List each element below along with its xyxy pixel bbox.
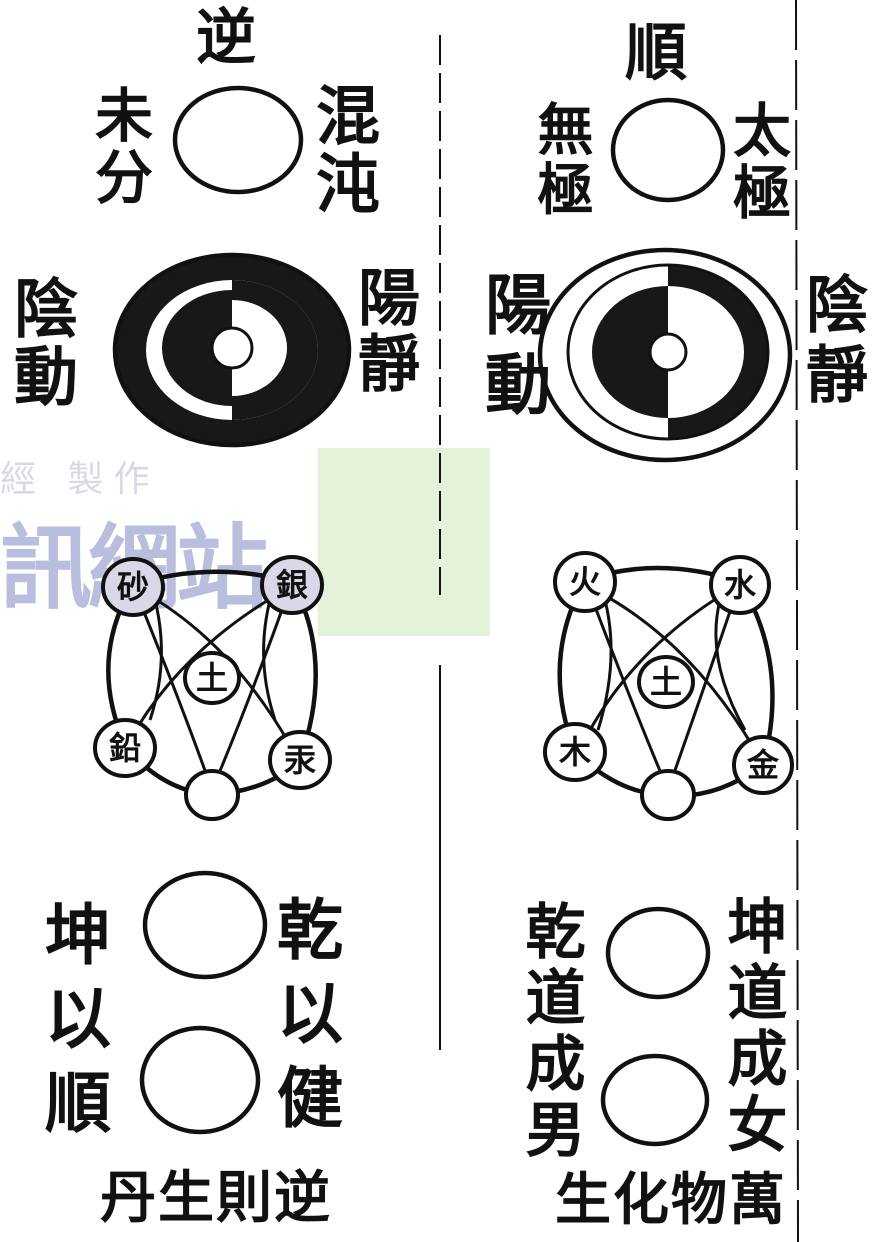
right-title: 順: [625, 16, 688, 89]
right-circle1-right-label: 太極: [723, 100, 791, 224]
left-node-bottom-left: 鉛: [108, 729, 141, 767]
left-circle1-left-label: 混沌: [305, 82, 380, 218]
watermark-seal: [318, 448, 490, 636]
right-yinyang-disc: [537, 247, 793, 463]
left-title: 逆: [196, 3, 256, 73]
right-node-bottom-left: 木: [558, 733, 591, 771]
right-wuji-circle: [610, 97, 726, 203]
left-bottom-circle-lower: [139, 1025, 261, 1135]
left-node-network: [93, 555, 332, 821]
right-bottom-right-label: 坤道成女: [717, 895, 787, 1159]
left-wuji-circle: [172, 85, 304, 195]
right-node-bottom-right: 金: [746, 746, 779, 784]
left-disc-left-label: 陰動: [3, 275, 78, 411]
right-node-top-left: 火: [568, 563, 601, 601]
right-node-network: [543, 551, 794, 821]
right-divider-line: [795, 0, 799, 1242]
right-circle1-left-label: 無極: [528, 100, 594, 220]
left-node-top-right: 銀: [275, 566, 308, 604]
left-bottom-right-label: 乾以健: [266, 895, 344, 1147]
right-bottom-circle-lower: [600, 1053, 710, 1147]
right-bottom-left-label: 乾道成男: [515, 900, 585, 1164]
left-circle1-right-label: 未分: [85, 85, 153, 209]
right-node-center: 土: [649, 663, 682, 701]
left-disc-right-label: 陽靜: [347, 265, 420, 397]
left-yinyang-disc: [112, 252, 352, 448]
right-bottom-circle-upper: [605, 906, 711, 1000]
right-disc-left-label: 陽動: [474, 270, 552, 430]
left-bottom-circle-upper: [142, 870, 268, 980]
left-bottom-left-label: 坤以順: [34, 900, 112, 1152]
right-disc-right-label: 陰靜: [795, 272, 868, 412]
left-footer: 丹生則逆: [100, 1165, 332, 1231]
right-node-top-right: 水: [723, 566, 756, 604]
left-node-center: 土: [195, 659, 228, 697]
left-node-top-left: 砂: [116, 568, 149, 606]
watermark-small-text: 經 製作: [0, 459, 160, 500]
right-footer: 生化物萬: [555, 1167, 787, 1233]
left-node-bottom-right: 汞: [283, 741, 316, 779]
